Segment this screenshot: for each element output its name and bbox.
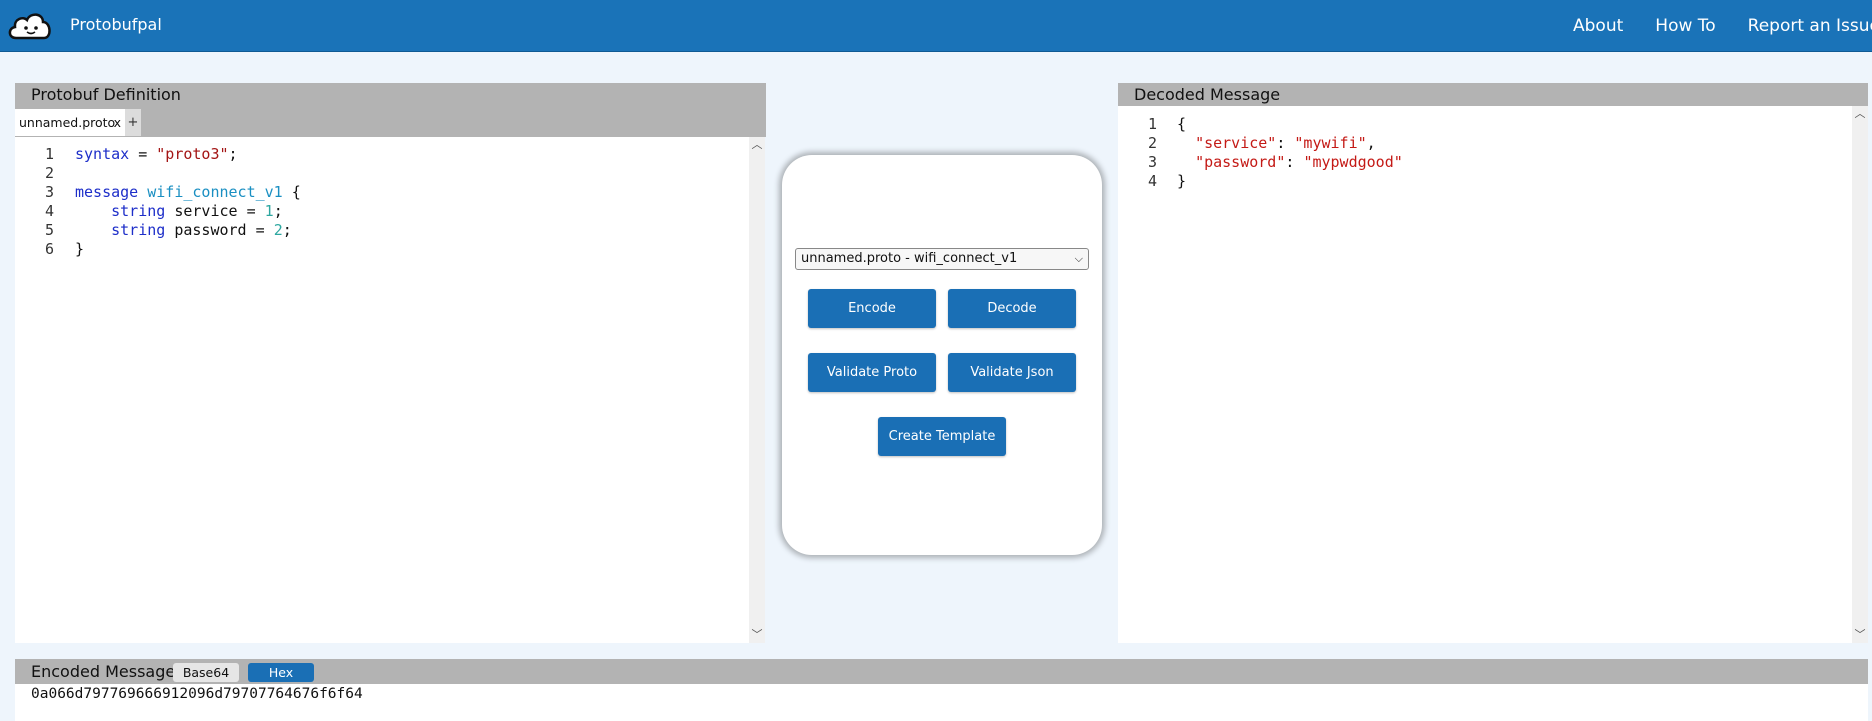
decoded-message-editor[interactable]: 1{2 "service": "mywifi",3 "password": "m… (1118, 106, 1852, 643)
encoded-message-header: Encoded Message (15, 659, 1868, 684)
tab-label: unnamed.proto (19, 115, 116, 130)
code-text: } (75, 240, 85, 258)
code-text: { (1177, 115, 1187, 133)
json-line: 1{ (1118, 115, 1852, 134)
hex-toggle[interactable]: Hex (248, 663, 314, 682)
line-number: 6 (44, 240, 54, 258)
line-number: 1 (1147, 115, 1157, 133)
protobuf-line: 3 message wifi_connect_v1 { (15, 183, 749, 202)
json-line: 4} (1118, 172, 1852, 191)
encoded-message-field[interactable]: 0a066d797769666912096d79707764676f6f64 (15, 684, 1868, 721)
protobuf-line: 5 string password = 2; (15, 221, 749, 240)
decoded-message-header: Decoded Message (1118, 83, 1868, 106)
scroll-up-icon[interactable]: ︿ (1854, 107, 1866, 120)
line-number: 4 (1147, 172, 1157, 190)
protobuf-line: 2 (15, 164, 749, 183)
protobuf-editor-scrollbar[interactable]: ︿ ﹀ (749, 137, 765, 643)
code-text: "service": "mywifi", (1195, 134, 1376, 152)
nav-link-report-issue[interactable]: Report an Issue (1747, 16, 1872, 36)
protobuf-line: 1 syntax = "proto3"; (15, 145, 749, 164)
line-number: 2 (44, 164, 54, 182)
line-number: 3 (1147, 153, 1157, 171)
code-text: "password": "mypwdgood" (1195, 153, 1403, 171)
protobuf-line: 4 string service = 1; (15, 202, 749, 221)
top-navbar: Protobufpal About How To Report an Issue (0, 0, 1872, 51)
base64-toggle[interactable]: Base64 (173, 663, 239, 682)
protobuf-definition-title: Protobuf Definition (31, 85, 181, 104)
add-tab-button[interactable]: + (125, 109, 141, 136)
tab-close-icon[interactable]: x (113, 115, 121, 130)
cloud-logo-icon[interactable] (6, 6, 54, 44)
line-number: 5 (44, 221, 54, 239)
encoded-message-title: Encoded Message (31, 662, 176, 681)
json-line: 3 "password": "mypwdgood" (1118, 153, 1852, 172)
validate-json-button[interactable]: Validate Json (948, 353, 1076, 392)
controls-card: unnamed.proto - wifi_connect_v1 ⌵ Encode… (782, 155, 1102, 555)
line-number: 3 (44, 183, 54, 201)
tab-unnamed-proto[interactable]: unnamed.proto x (15, 109, 125, 136)
decoded-editor-scrollbar[interactable]: ︿ ﹀ (1852, 106, 1868, 643)
code-text: syntax = "proto3"; (75, 145, 238, 163)
json-line: 2 "service": "mywifi", (1118, 134, 1852, 153)
scroll-up-icon[interactable]: ︿ (751, 138, 763, 151)
create-template-button[interactable]: Create Template (878, 417, 1006, 456)
message-type-select[interactable]: unnamed.proto - wifi_connect_v1 ⌵ (795, 248, 1089, 270)
code-text: } (1177, 172, 1187, 190)
line-number: 4 (44, 202, 54, 220)
scroll-down-icon[interactable]: ﹀ (751, 628, 763, 641)
code-text: string password = 2; (111, 221, 292, 239)
line-number: 2 (1147, 134, 1157, 152)
message-type-select-value: unnamed.proto - wifi_connect_v1 (801, 251, 1018, 266)
chevron-down-icon: ⌵ (1074, 252, 1083, 265)
code-text: message wifi_connect_v1 { (75, 183, 301, 201)
nav-links: About How To Report an Issue (1541, 16, 1872, 36)
protobuf-line: 6} (15, 240, 749, 259)
encoded-message-value: 0a066d797769666912096d79707764676f6f64 (31, 686, 363, 702)
encode-button[interactable]: Encode (808, 289, 936, 328)
decode-button[interactable]: Decode (948, 289, 1076, 328)
code-text: string service = 1; (111, 202, 283, 220)
line-number: 1 (44, 145, 54, 163)
scroll-down-icon[interactable]: ﹀ (1854, 628, 1866, 641)
brand-name[interactable]: Protobufpal (70, 15, 162, 34)
nav-link-about[interactable]: About (1573, 16, 1624, 36)
nav-link-how-to[interactable]: How To (1655, 16, 1716, 36)
validate-proto-button[interactable]: Validate Proto (808, 353, 936, 392)
decoded-message-title: Decoded Message (1134, 85, 1281, 104)
